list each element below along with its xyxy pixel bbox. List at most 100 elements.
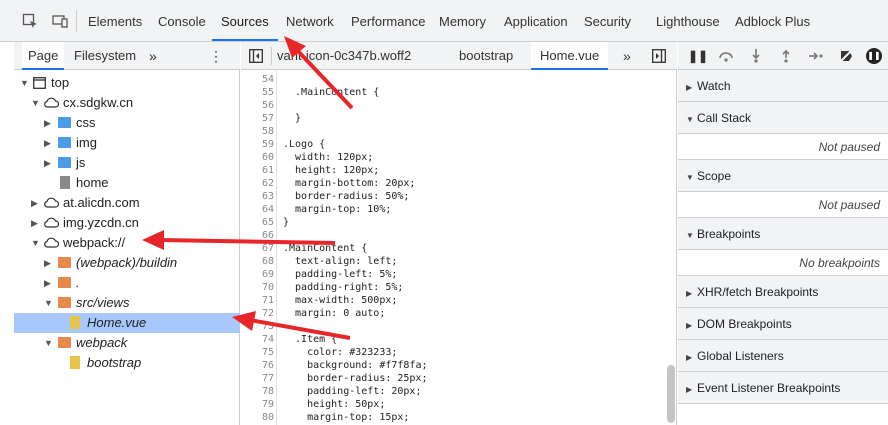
tab-page[interactable]: Page	[22, 42, 65, 70]
tab-application[interactable]: Application	[504, 14, 568, 29]
tree-item-webpack[interactable]: ▼ webpack://	[14, 233, 240, 253]
tree-item-folder[interactable]: ▶ js	[14, 153, 240, 173]
tree-item-folder[interactable]: ▶ img	[14, 133, 240, 153]
tab-console[interactable]: Console	[158, 14, 206, 29]
tab-filesystem[interactable]: Filesystem	[74, 48, 137, 63]
line-number[interactable]: 70	[261, 282, 274, 293]
editor-tab-bootstrap[interactable]: bootstrap	[459, 48, 514, 63]
editor-tab-home-vue[interactable]: Home.vue	[531, 42, 609, 70]
line-number[interactable]: 57	[261, 113, 274, 124]
section-xhr-fetch-breakpoints[interactable]: ▶XHR/fetch Breakpoints	[678, 276, 888, 308]
line-number[interactable]: 62	[261, 178, 274, 189]
tree-item-folder[interactable]: ▼ webpack	[14, 333, 240, 353]
line-number[interactable]: 69	[261, 269, 274, 280]
line-number[interactable]: 67	[261, 243, 274, 254]
section-dom-breakpoints[interactable]: ▶DOM Breakpoints	[678, 308, 888, 340]
line-number[interactable]: 71	[261, 295, 274, 306]
tree-item-label: img.yzcdn.cn	[63, 215, 139, 230]
tab-memory[interactable]: Memory	[439, 14, 486, 29]
line-number[interactable]: 58	[261, 126, 274, 137]
code-text: .MainContent {	[283, 87, 380, 98]
tab-security[interactable]: Security	[584, 14, 631, 29]
deactivate-breakpoints-icon[interactable]	[838, 48, 854, 64]
line-number[interactable]: 55	[261, 87, 274, 98]
step-over-icon[interactable]	[718, 48, 734, 64]
tree-item-folder[interactable]: ▶ (webpack)/buildin	[14, 253, 240, 273]
cloud-icon	[44, 237, 59, 248]
file-icon	[60, 176, 70, 189]
code-text: }	[283, 113, 302, 124]
step-out-icon[interactable]	[778, 48, 794, 64]
line-number[interactable]: 76	[261, 360, 274, 371]
pause-icon[interactable]: ❚❚	[688, 49, 709, 63]
toggle-debugger-icon[interactable]	[652, 49, 666, 63]
toggle-navigator-icon[interactable]	[249, 49, 263, 63]
code-line: 76 background: #f7f8fa;	[241, 359, 671, 372]
line-number[interactable]: 63	[261, 191, 274, 202]
tree-item-folder[interactable]: ▶ .	[14, 273, 240, 293]
section-global-listeners[interactable]: ▶Global Listeners	[678, 340, 888, 372]
line-number[interactable]: 64	[261, 204, 274, 215]
line-number[interactable]: 68	[261, 256, 274, 267]
code-line: 60 width: 120px;	[241, 151, 671, 164]
expanded-triangle-icon: ▼	[686, 115, 694, 124]
line-number[interactable]: 59	[261, 139, 274, 150]
editor-tab-font-file[interactable]: vant-icon-0c347b.woff2	[277, 48, 412, 63]
tab-network[interactable]: Network	[286, 14, 334, 29]
line-number[interactable]: 73	[261, 321, 274, 332]
tab-sources[interactable]: Sources	[212, 0, 278, 41]
tab-elements[interactable]: Elements	[88, 14, 143, 29]
folder-icon	[58, 137, 71, 148]
code-text: .Logo {	[283, 139, 326, 150]
pause-on-exceptions-icon[interactable]: ❚❚	[866, 48, 882, 64]
tab-performance[interactable]: Performance	[351, 14, 426, 29]
folder-icon	[58, 297, 71, 308]
collapsed-triangle-icon: ▶	[44, 158, 51, 168]
step-icon[interactable]	[808, 48, 824, 64]
section-breakpoints[interactable]: ▼Breakpoints	[678, 218, 888, 250]
tree-item-folder[interactable]: ▼ src/views	[14, 293, 240, 313]
section-scope[interactable]: ▼Scope	[678, 160, 888, 192]
line-number[interactable]: 65	[261, 217, 274, 228]
section-event-listener-breakpoints[interactable]: ▶Event Listener Breakpoints	[678, 372, 888, 404]
collapsed-triangle-icon: ▶	[686, 83, 693, 92]
line-number[interactable]: 77	[261, 373, 274, 384]
folder-icon	[58, 157, 71, 168]
tree-item-file[interactable]: home	[14, 173, 240, 193]
line-number[interactable]: 54	[261, 74, 274, 85]
line-number[interactable]: 74	[261, 334, 274, 345]
tree-item-domain[interactable]: ▼ cx.sdgkw.cn	[14, 93, 240, 113]
section-call-stack[interactable]: ▼Call Stack	[678, 102, 888, 134]
tree-item-domain[interactable]: ▶ img.yzcdn.cn	[14, 213, 240, 233]
line-number[interactable]: 75	[261, 347, 274, 358]
navigator-menu-button[interactable]: ⋮	[209, 48, 223, 64]
code-editor[interactable]: 54 55 .MainContent { 56 57 } 58 59 .Logo {60 w…	[241, 70, 677, 425]
line-number[interactable]: 78	[261, 386, 274, 397]
tree-item-selected-file[interactable]: Home.vue	[14, 313, 240, 333]
more-editor-tabs-button[interactable]: »	[623, 48, 631, 64]
tab-lighthouse[interactable]: Lighthouse	[656, 14, 720, 29]
step-into-icon[interactable]	[748, 48, 764, 64]
line-number[interactable]: 72	[261, 308, 274, 319]
tree-item-top[interactable]: ▼ top	[14, 73, 240, 93]
tree-item-folder[interactable]: ▶ css	[14, 113, 240, 133]
tree-item-domain[interactable]: ▶ at.alicdn.com	[14, 193, 240, 213]
editor-scrollbar[interactable]	[667, 365, 675, 423]
tab-adblock-plus[interactable]: Adblock Plus	[735, 14, 811, 29]
tree-item-file[interactable]: bootstrap	[14, 353, 240, 373]
tree-item-label: css	[76, 115, 96, 130]
line-number[interactable]: 66	[261, 230, 274, 241]
more-tabs-button[interactable]: »	[149, 48, 157, 64]
inspect-element-icon[interactable]	[22, 13, 38, 29]
line-number[interactable]: 80	[261, 412, 274, 423]
line-number[interactable]: 79	[261, 399, 274, 410]
code-line: 78 padding-left: 20px;	[241, 385, 671, 398]
debugger-sidebar: ❚❚ ❚❚ ▶Watch ▼Call Stack Not paused ▼Sco…	[678, 42, 888, 425]
collapsed-triangle-icon: ▶	[31, 218, 38, 228]
section-watch[interactable]: ▶Watch	[678, 70, 888, 102]
device-toolbar-icon[interactable]	[52, 13, 68, 29]
line-number[interactable]: 60	[261, 152, 274, 163]
line-number[interactable]: 61	[261, 165, 274, 176]
folder-icon	[58, 337, 71, 348]
line-number[interactable]: 56	[261, 100, 274, 111]
